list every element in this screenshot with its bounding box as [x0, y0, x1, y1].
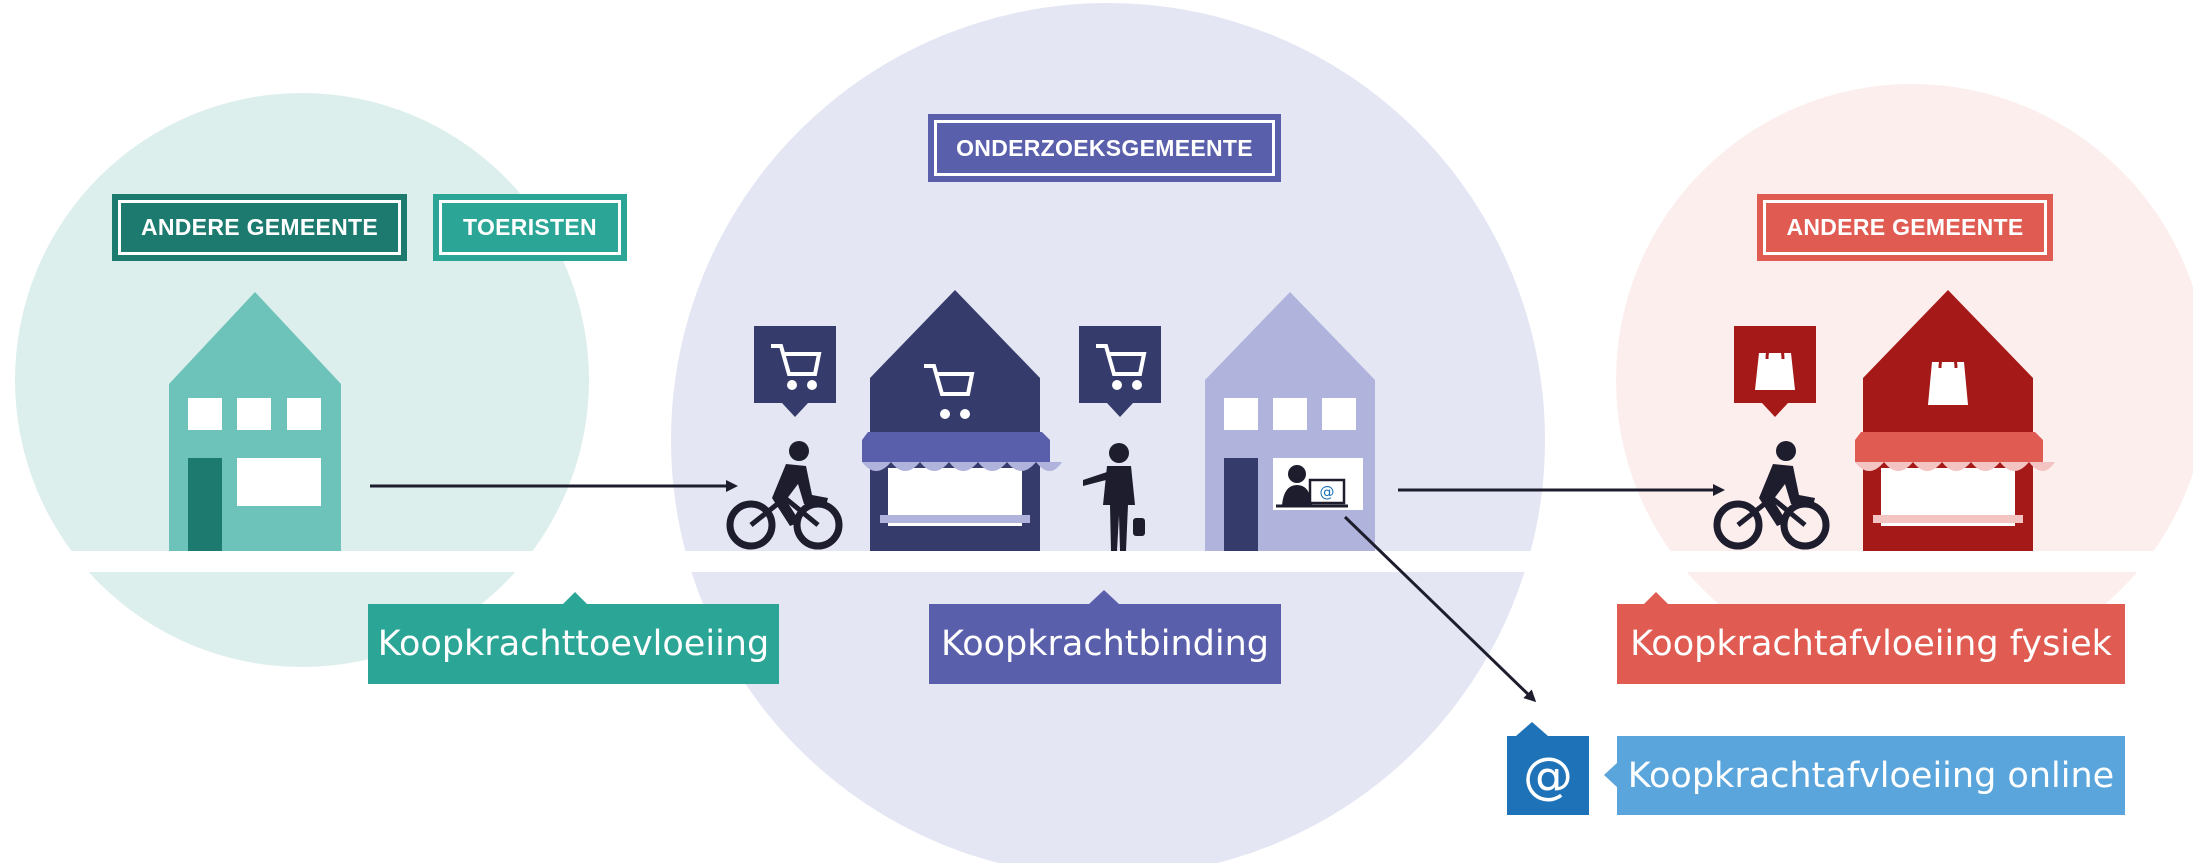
left-municipality-label: ANDERE GEMEENTE	[112, 194, 407, 261]
outflow-physical-caption: Koopkrachtafvloeiing fysiek	[1617, 604, 2125, 684]
cart-icon	[754, 326, 836, 417]
shop-icon	[862, 290, 1062, 551]
cyclist-icon	[1713, 441, 1830, 550]
pedestrian-icon	[1083, 443, 1145, 551]
house-icon	[169, 292, 341, 551]
research-municipality-label: ONDERZOEKSGEMEENTE	[928, 114, 1281, 182]
cyclist-icon	[726, 441, 843, 550]
tourists-label: TOERISTEN	[433, 194, 627, 261]
right-municipality-label: ANDERE GEMEENTE	[1757, 194, 2053, 261]
svg-text:@: @	[1320, 483, 1335, 501]
shopping-bag-icon	[1734, 326, 1816, 417]
at-icon: @	[1507, 736, 1589, 815]
computer-user-icon: @	[1276, 465, 1348, 508]
inflow-caption: Koopkrachttoevloeiing	[368, 604, 779, 684]
outflow-online-arrow	[1343, 515, 1537, 703]
binding-caption: Koopkrachtbinding	[929, 604, 1281, 684]
cart-icon	[1079, 326, 1161, 417]
outflow-online-caption: Koopkrachtafvloeiing online	[1617, 736, 2125, 815]
shop-icon	[1855, 290, 2055, 551]
